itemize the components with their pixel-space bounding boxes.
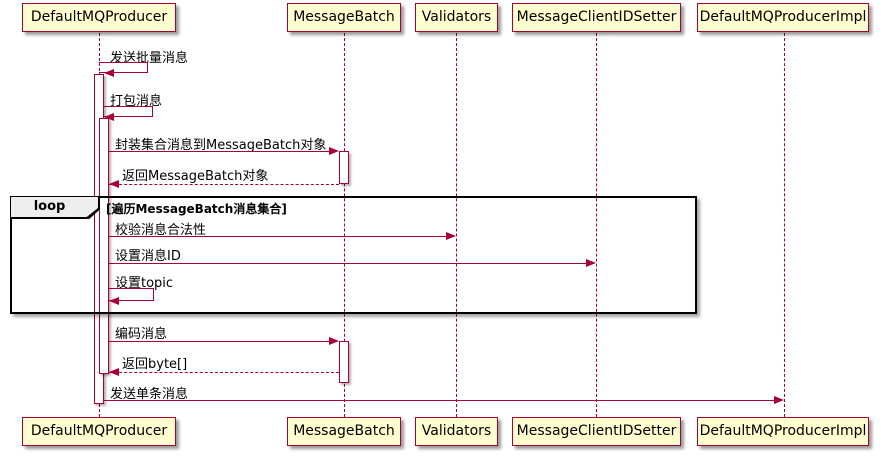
loop-condition: [遍历MessageBatch消息集合] [106,202,287,216]
arrowhead [109,180,119,188]
self-message-line-2 [104,106,153,117]
message-label-wrap-batch: 封装集合消息到MessageBatch对象 [115,138,327,153]
arrowhead [329,147,339,155]
lifeline-defaultmqproducerimpl [784,33,785,417]
arrowhead [109,368,119,376]
message-line-5 [109,236,448,237]
arrowhead [446,232,456,240]
message-line-9 [109,372,339,373]
self-message-line-7 [109,288,154,301]
participant-bottom-messageclientidsetter: MessageClientIDSetter [512,417,681,446]
message-label-return-bytes: 返回byte[] [122,357,188,372]
message-label-return-batch: 返回MessageBatch对象 [122,169,269,184]
loop-header-shape: loop [10,196,100,219]
arrowhead [109,297,119,305]
message-label-set-topic: 设置topic [115,276,174,291]
self-message-line-1 [99,62,148,73]
participant-top-messagebatch: MessageBatch [287,3,401,32]
activation-bar-messagebatch-1 [339,151,349,184]
participant-bottom-defaultmqproducerimpl: DefaultMQProducerImpl [697,417,869,446]
message-line-10 [104,400,774,401]
message-line-4 [109,184,339,185]
arrowhead [586,259,596,267]
message-label-encode: 编码消息 [115,327,168,342]
message-line-6 [109,263,588,264]
loop-frame: loop [遍历MessageBatch消息集合] [10,196,697,314]
participant-bottom-messagebatch: MessageBatch [287,417,401,446]
loop-keyword: loop [11,197,98,217]
message-label-validate: 校验消息合法性 [115,223,207,238]
participant-bottom-defaultmqproducer: DefaultMQProducer [22,417,176,446]
participant-top-defaultmqproducer: DefaultMQProducer [22,3,176,32]
arrowhead [774,396,784,404]
arrowhead [104,113,114,121]
participant-bottom-validators: Validators [415,417,498,446]
message-label-pack: 打包消息 [110,94,163,109]
participant-top-defaultmqproducerimpl: DefaultMQProducerImpl [697,3,869,32]
arrowhead [104,69,114,77]
activation-bar-messagebatch-2 [339,341,349,383]
message-label-set-id: 设置消息ID [115,249,181,264]
participant-top-messageclientidsetter: MessageClientIDSetter [512,3,681,32]
lifeline-validators [456,33,457,417]
lifeline-messagebatch [344,33,345,417]
message-line-8 [109,341,331,342]
participant-top-validators: Validators [415,3,498,32]
message-line-3 [109,151,331,152]
lifeline-messageclientidsetter [596,33,597,417]
arrowhead [329,337,339,345]
message-label-send-single: 发送单条消息 [110,387,189,402]
